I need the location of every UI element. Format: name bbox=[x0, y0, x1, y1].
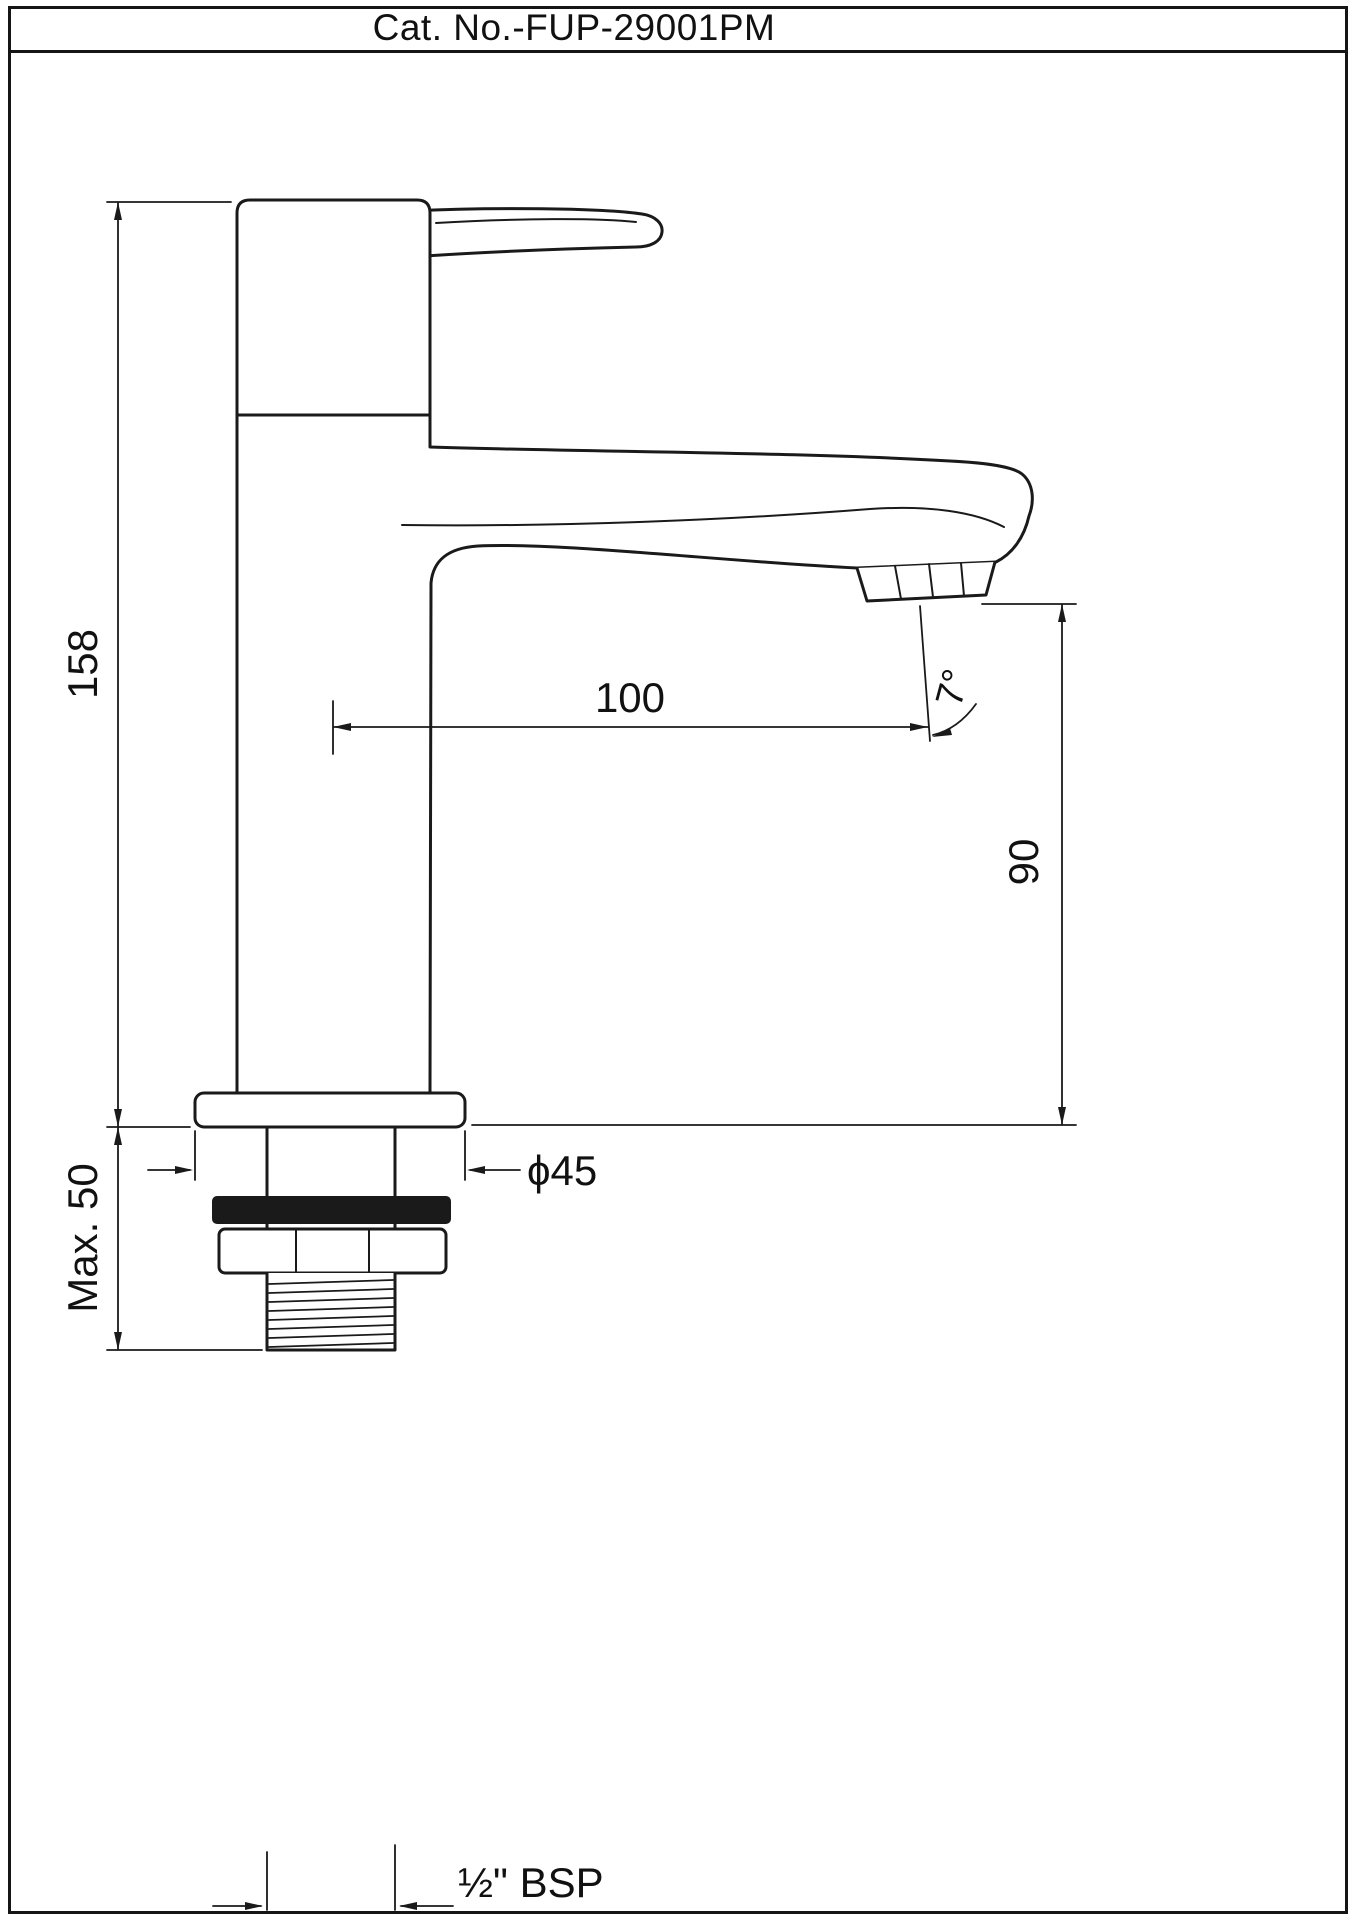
dimension-lines-group bbox=[106, 201, 1077, 1911]
aerator-facet-lines bbox=[894, 562, 965, 600]
dim-label-dia45: ϕ45 bbox=[527, 1147, 597, 1194]
dim-label-90: 90 bbox=[1000, 839, 1047, 886]
dim-inlet-thread-bsp bbox=[212, 1844, 454, 1911]
arrow-bsp-left bbox=[245, 1902, 263, 1910]
faucet-body-spout bbox=[235, 413, 1034, 1095]
arrow-90-bottom bbox=[1058, 1107, 1066, 1125]
dimension-labels: 158 Max. 50 100 7° 90 ϕ45 ½" BSP bbox=[59, 629, 1047, 1906]
dim-mounting-max50 bbox=[106, 1126, 263, 1351]
arrow-90-top bbox=[1058, 604, 1066, 622]
arrow-max50-bottom bbox=[114, 1332, 122, 1350]
arrow-100-right bbox=[910, 723, 928, 731]
threaded-shank bbox=[265, 1271, 397, 1352]
base-flange bbox=[193, 1091, 467, 1129]
sheet-border bbox=[8, 6, 1348, 1914]
catalog-number: Cat. No.-FUP-29001PM bbox=[372, 7, 776, 48]
faucet-outline-group bbox=[193, 198, 1034, 1352]
hex-nut-facets bbox=[295, 1228, 370, 1274]
dim-label-100: 100 bbox=[595, 674, 665, 721]
handle-lever bbox=[408, 207, 664, 259]
dim-spout-height-90 bbox=[471, 603, 1077, 1126]
arrow-100-left bbox=[333, 723, 351, 731]
arrow-bsp-right bbox=[399, 1902, 417, 1910]
dim-label-158: 158 bbox=[59, 629, 106, 699]
arrow-158-bottom bbox=[114, 1109, 122, 1127]
thread-lines bbox=[268, 1279, 394, 1348]
dim-overall-height-158 bbox=[106, 201, 232, 1128]
handle-contour-line bbox=[435, 218, 637, 224]
faucet-top-block bbox=[235, 198, 432, 417]
aerator bbox=[855, 560, 997, 603]
dim-base-diameter-45 bbox=[147, 1130, 521, 1181]
arrow-d45-left bbox=[175, 1166, 193, 1174]
dim-label-7deg: 7° bbox=[928, 665, 978, 711]
arrow-158-top bbox=[114, 202, 122, 220]
dim-label-bsp: ½" BSP bbox=[458, 1859, 604, 1906]
arrow-angle-arc bbox=[932, 728, 952, 737]
dimension-arrows bbox=[114, 202, 1066, 1910]
arrow-max50-top bbox=[114, 1127, 122, 1145]
dim-spray-angle-7 bbox=[919, 605, 977, 742]
dim-label-max50: Max. 50 bbox=[59, 1163, 106, 1312]
rubber-washer bbox=[212, 1196, 451, 1224]
spout-contour-line bbox=[401, 506, 1005, 528]
hex-nut bbox=[217, 1227, 448, 1275]
arrow-d45-right bbox=[467, 1166, 485, 1174]
title-bar: Cat. No.-FUP-29001PM bbox=[8, 6, 1348, 53]
dim-spout-reach-100 bbox=[332, 700, 929, 755]
